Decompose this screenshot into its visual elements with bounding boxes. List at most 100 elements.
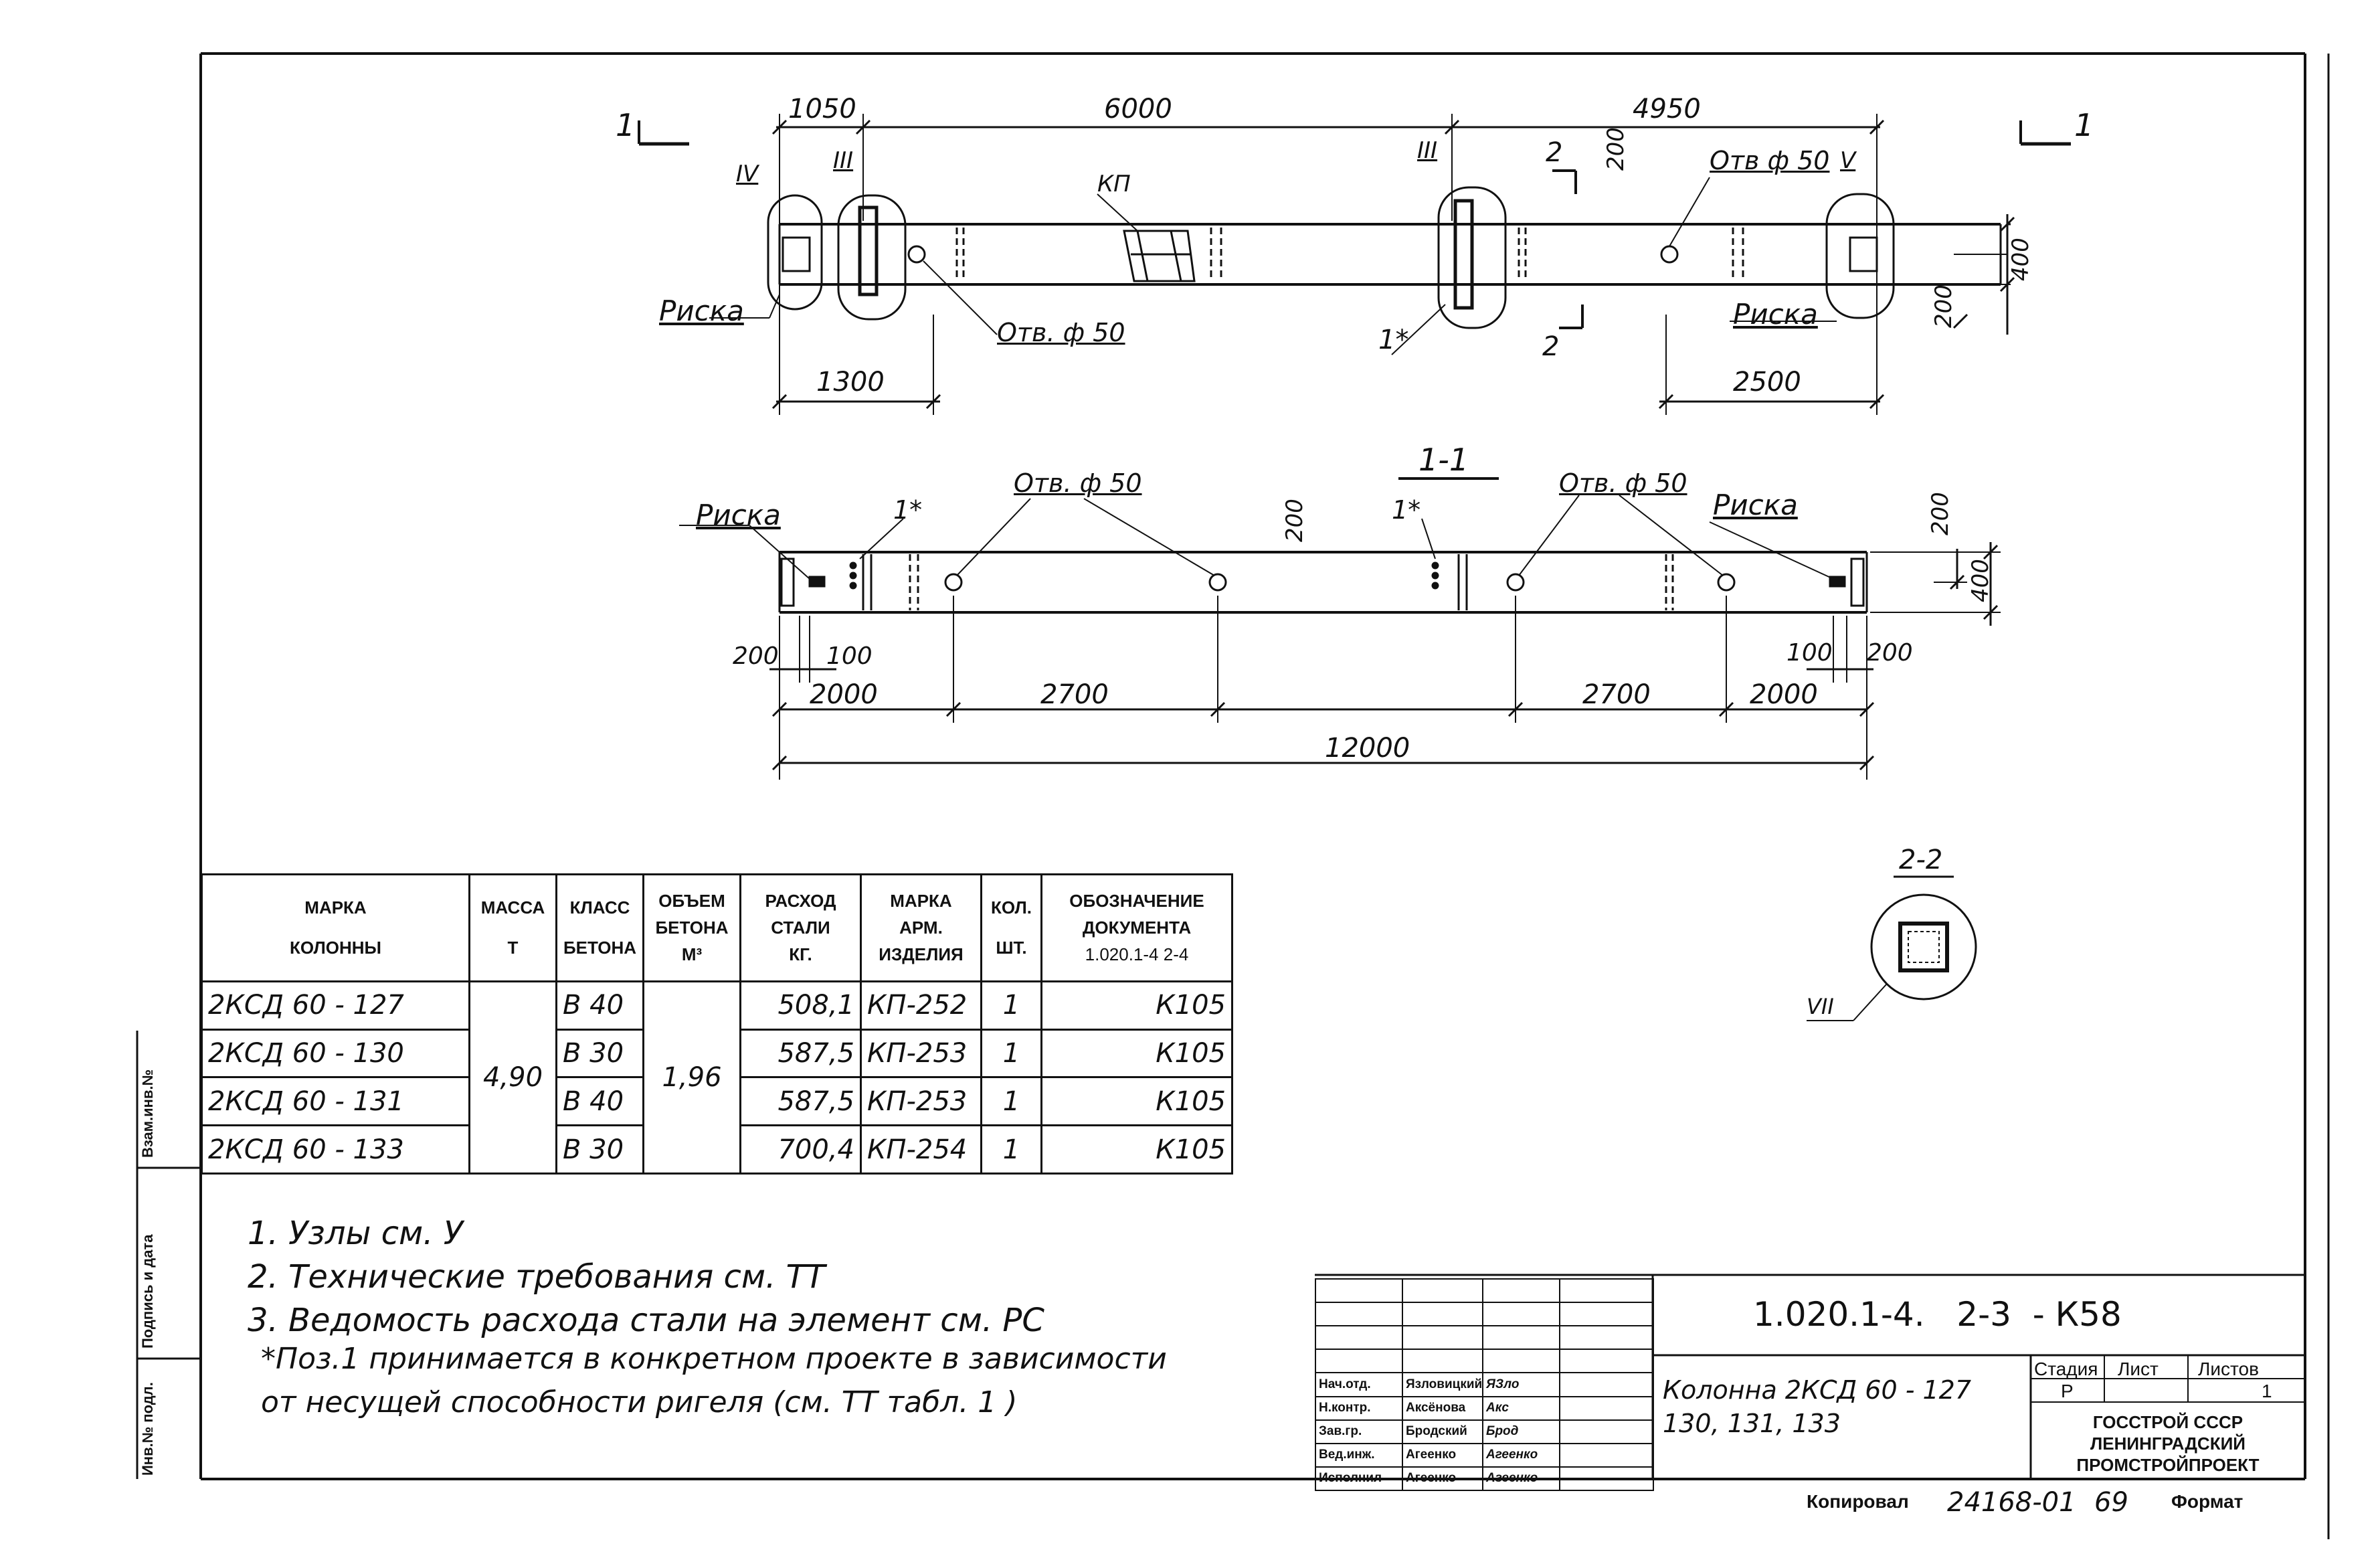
title-line-1: Колонна 2КСД 60 - 127 [1663,1375,1972,1405]
dim-1-1-12000: 12000 [1325,733,1410,764]
dim-1-1-2700-left: 2700 [1040,679,1109,710]
dim-1-1-200-right: 200 [1867,639,1913,667]
pos-1-label: 1* [1378,325,1409,355]
cell-qty: 1 [980,1028,1042,1079]
cell-doc: К105 [1040,1076,1233,1127]
document-code: 1.020.1-4. 2-3 - К58 [1753,1295,2122,1334]
dim-4950: 4950 [1633,94,1701,124]
org-line-2: ЛЕНИНГРАДСКИЙ [2090,1434,2246,1454]
dim-1-1-200-right-v: 200 [1927,492,1954,535]
cell-steel: 587,5 [739,1028,862,1079]
role: Исполнил [1315,1466,1403,1492]
person-name: Агеенко [1402,1466,1483,1492]
cell-qty: 1 [980,1124,1042,1175]
section-1-1-title: 1-1 [1418,442,1469,478]
cell-doc: К105 [1040,980,1233,1031]
node-label-iii-left: III [833,147,854,174]
stage-label: Стадия [2034,1359,2098,1379]
org-line-1: ГОССТРОЙ СССР [2092,1412,2244,1432]
format-label: Формат [2171,1491,2244,1512]
cell-doc: К105 [1040,1124,1233,1175]
side-label-signature: Подпись и дата [139,1234,156,1349]
section-2-2-view [1807,875,1977,1021]
pos-1-1-1-right: 1* [1392,495,1421,525]
person-name: Бродский [1402,1419,1483,1444]
note-2: 2. Технические требования см. ТТ [248,1258,826,1296]
cell-mark: 2КСД 60 - 133 [201,1124,470,1175]
section-1-1-view [679,477,2001,780]
hole-1-1-right: Отв. ф 50 [1559,468,1687,498]
dim-1-1-2700-right: 2700 [1582,679,1651,710]
sheet-label: Лист [2118,1359,2159,1379]
node-label-v: V [1840,147,1856,174]
role: Н.контр. [1315,1395,1403,1421]
cell-arm: КП-254 [860,1124,982,1175]
header-qty: КОЛ.ШТ. [980,873,1042,982]
riska-1-1-left: Риска [696,499,781,531]
cell-qty: 1 [980,980,1042,1031]
kp-label: КП [1097,171,1131,197]
cell-steel: 508,1 [739,980,862,1031]
dim-1050: 1050 [788,94,856,124]
signature: ЯЗло [1482,1372,1560,1397]
cell-class: В 40 [555,1076,644,1127]
riska-1-1-right: Риска [1713,489,1798,521]
dim-1300: 1300 [816,367,885,398]
cell-arm: КП-253 [860,1076,982,1127]
cell-class: В 30 [555,1028,644,1079]
cell-steel: 587,5 [739,1076,862,1127]
hole-label-left: Отв. ф 50 [997,318,1125,347]
cell-class: В 30 [555,1124,644,1175]
note-1: 1. Узлы см. У [248,1215,464,1252]
cell-mark: 2КСД 60 - 130 [201,1028,470,1079]
sheets-value: 1 [2262,1381,2272,1401]
dim-1-1-100-right: 100 [1787,639,1833,667]
node-label-iii-right: III [1417,137,1438,164]
role: Нач.отд. [1315,1372,1403,1397]
cell-class: В 40 [555,980,644,1031]
signature: Брод [1482,1419,1560,1444]
cell-arm: КП-252 [860,980,982,1031]
person-name: Агеенко [1402,1442,1483,1468]
signature: Акс [1482,1395,1560,1421]
person-name: Аксёнова [1402,1395,1483,1421]
side-label-replace: Взам.инв.№ [139,1069,156,1158]
dim-1-1-200-mid: 200 [1281,499,1308,542]
dim-1-1-200-left: 200 [733,642,779,670]
table-row: 2КСД 60 - 133 В 30 700,4 КП-254 1 К105 [201,1124,1233,1175]
table-row: 2КСД 60 - 130 В 30 587,5 КП-253 1 К105 [201,1028,1233,1079]
cell-mass: 4,90 [468,980,557,1175]
dim-1-1-2000-right: 2000 [1750,679,1818,710]
dim-2500: 2500 [1733,367,1801,398]
table-row: 2КСД 60 - 131 В 40 587,5 КП-253 1 К105 [201,1076,1233,1127]
copy-number: 24168-01 [1947,1487,2076,1518]
note-5: от несущей способности ригеля (см. ТТ та… [261,1385,1018,1419]
section-mark-right: 1 [2074,107,2094,143]
dim-1-1-400-right: 400 [1967,559,1994,602]
signature: Агеенко [1482,1466,1560,1492]
role: Вед.инж. [1315,1442,1403,1468]
plan-view [638,114,2071,415]
sheets-label: Листов [2198,1359,2259,1379]
dim-200-top: 200 [1603,127,1629,171]
section-2-top: 2 [1546,137,1563,168]
dim-1-1-2000-left: 2000 [810,679,878,710]
copied-label: Копировал [1807,1491,1909,1512]
section-mark-left: 1 [616,107,636,143]
riska-label-right: Риска [1733,298,1818,331]
hole-1-1-left: Отв. ф 50 [1014,468,1142,498]
stage-value: Р [2061,1381,2074,1401]
role: Зав.гр. [1315,1419,1403,1444]
